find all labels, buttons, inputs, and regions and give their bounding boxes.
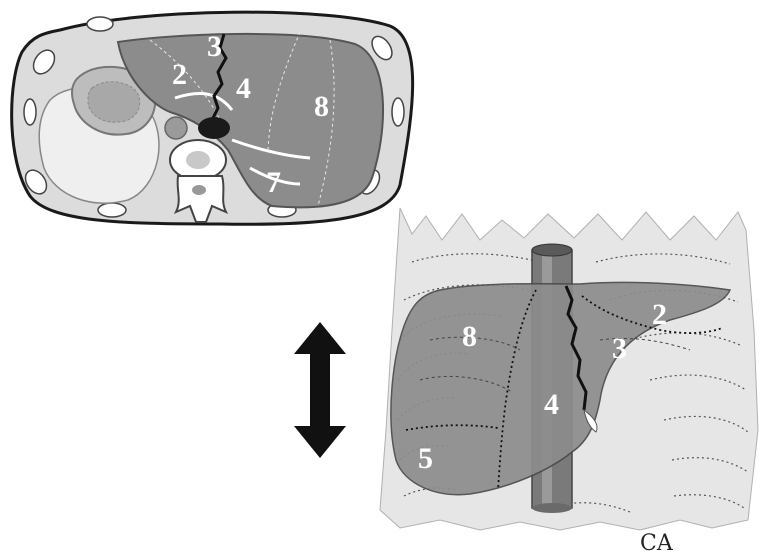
axial-gut-texture — [88, 82, 140, 122]
axial-segment-label: 2 — [172, 58, 187, 91]
axial-aorta — [165, 117, 187, 139]
axial-segment-label: 3 — [207, 30, 222, 63]
frontal-segment-label: 3 — [612, 332, 627, 365]
axial-ivc — [198, 117, 230, 139]
vertical-double-arrow — [294, 322, 346, 458]
frontal-view: 8 2 3 4 5 — [380, 208, 758, 530]
frontal-segment-label: 5 — [418, 442, 433, 475]
axial-segment-label: 8 — [314, 90, 329, 123]
frontal-segment-label: 4 — [544, 388, 559, 421]
frontal-segment-label: 2 — [652, 298, 667, 331]
frontal-segment-label: 8 — [462, 320, 477, 353]
artist-signature: CA — [640, 531, 674, 556]
axial-segment-label: 4 — [236, 72, 251, 105]
axial-segment-label: 7 — [266, 166, 281, 199]
axial-section-view: 3 2 4 8 7 — [12, 12, 413, 224]
